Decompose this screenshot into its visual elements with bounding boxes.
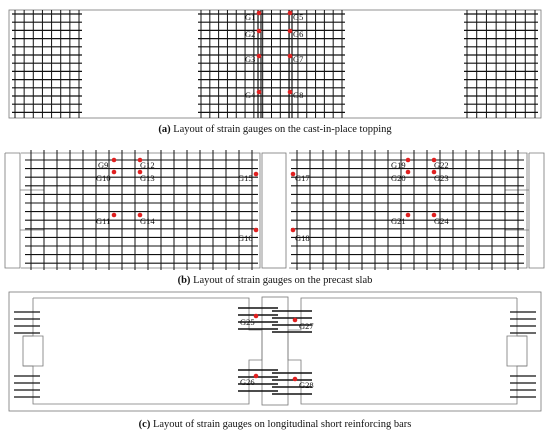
gauge-dot	[431, 169, 437, 175]
gauge-dot	[290, 171, 296, 177]
gauge-dot	[292, 317, 298, 323]
joint-block	[261, 152, 287, 269]
gauge-label-g3: G3	[245, 54, 255, 64]
gauge-label-g16: G16	[238, 233, 253, 243]
gauge-label-g8: G8	[293, 90, 303, 100]
caption-b: (b) Layout of strain gauges on the preca…	[177, 275, 373, 286]
right-recess	[504, 189, 529, 231]
panel-c-frame	[8, 291, 542, 412]
gauge-label-g14: G14	[140, 216, 155, 226]
gauge-dot	[287, 28, 293, 34]
gauge-dot	[137, 169, 143, 175]
gauge-dot	[253, 171, 259, 177]
gauge-dot	[137, 157, 143, 163]
topping-outline	[8, 9, 542, 119]
gauge-label-g25: G25	[240, 317, 255, 327]
gauge-dot	[287, 89, 293, 95]
gauge-label-g7: G7	[293, 54, 303, 64]
left-end-block	[4, 152, 21, 269]
gauge-dot	[292, 376, 298, 382]
gauge-dot	[256, 89, 262, 95]
joint-region	[261, 296, 289, 406]
gauge-label-g2: G2	[245, 29, 255, 39]
gauge-dot	[253, 373, 259, 379]
gauge-dot	[287, 53, 293, 59]
gauge-label-g23: G23	[434, 173, 449, 183]
right-slab-notch	[506, 335, 527, 367]
right-slab-outline	[287, 297, 528, 405]
gauge-label-g13: G13	[140, 173, 155, 183]
left-slab-notch	[23, 335, 44, 367]
gauge-label-g22: G22	[434, 160, 449, 170]
gauge-label-g6: G6	[293, 29, 303, 39]
gauge-dot	[256, 10, 262, 16]
gauge-label-g1: G1	[245, 12, 255, 22]
precast-slab-left-outline	[21, 152, 261, 269]
gauge-label-g11: G11	[96, 216, 110, 226]
gauge-dot	[253, 313, 259, 319]
gauge-label-g19: G19	[391, 160, 406, 170]
gauge-dot	[405, 212, 411, 218]
gauge-label-g27: G27	[299, 321, 314, 331]
gauge-dot	[290, 227, 296, 233]
gauge-label-g15: G15	[238, 173, 253, 183]
gauge-dot	[137, 212, 143, 218]
gauge-dot	[253, 227, 259, 233]
gauge-dot	[111, 157, 117, 163]
gauge-label-g12: G12	[140, 160, 155, 170]
right-end-block	[528, 152, 545, 269]
gauge-dot	[256, 28, 262, 34]
gauge-dot	[431, 212, 437, 218]
caption-a: (a) Layout of strain gauges on the cast-…	[158, 124, 392, 135]
gauge-dot	[431, 157, 437, 163]
gauge-dot	[405, 157, 411, 163]
gauge-dot	[287, 10, 293, 16]
gauge-dot	[256, 53, 262, 59]
gauge-label-g4: G4	[245, 90, 256, 100]
gauge-label-g9: G9	[98, 160, 108, 170]
gauge-label-g18: G18	[295, 233, 310, 243]
gauge-label-g21: G21	[391, 216, 406, 226]
gauge-label-g26: G26	[240, 377, 255, 387]
gauge-dot	[405, 169, 411, 175]
gauge-label-g10: G10	[96, 173, 111, 183]
gauge-dot	[111, 169, 117, 175]
gauge-dot	[111, 212, 117, 218]
gauge-label-g5: G5	[293, 12, 303, 22]
gauge-label-g17: G17	[295, 173, 310, 183]
gauge-label-g20: G20	[391, 173, 406, 183]
caption-c: (c) Layout of strain gauges on longitudi…	[138, 419, 412, 430]
gauge-label-g24: G24	[434, 216, 449, 226]
precast-slab-right-outline	[289, 152, 528, 269]
gauge-label-g28: G28	[299, 380, 314, 390]
left-slab-outline	[22, 297, 263, 405]
left-recess	[20, 189, 45, 231]
